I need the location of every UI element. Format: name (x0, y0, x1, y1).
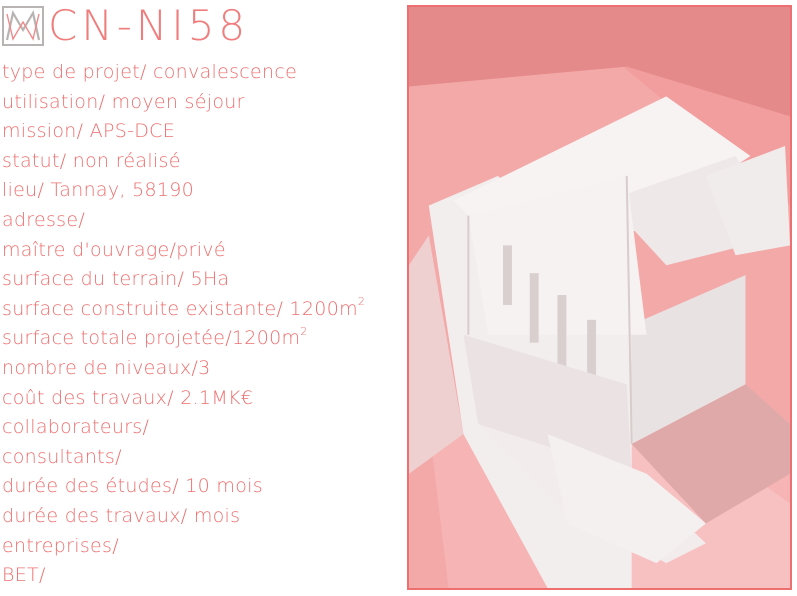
project-info-line: consultants/ (2, 443, 365, 473)
superscript-unit: 2 (357, 295, 366, 309)
project-code-title: CN-NI58 (48, 1, 250, 50)
project-info-line: statut/ non réalisé (2, 147, 365, 177)
project-info-list: type de projet/ convalescence utilisation… (2, 58, 365, 591)
project-info-line: coût des travaux/ 2.1MK€ (2, 384, 365, 414)
project-info-line: entreprises/ (2, 532, 365, 562)
project-info-line: utilisation/ moyen séjour (2, 88, 365, 118)
project-info-text: maître d'ouvrage/privé (2, 238, 226, 261)
project-info-line: durée des études/ 10 mois (2, 472, 365, 502)
project-info-text: consultants/ (2, 445, 122, 468)
project-info-text: surface totale projetée/1200m (2, 327, 301, 350)
project-info-text: collaborateurs/ (2, 416, 150, 439)
project-info-line: durée des travaux/ mois (2, 502, 365, 532)
project-info-text: statut/ non réalisé (2, 149, 181, 172)
mw-monogram-logo-icon (2, 6, 44, 46)
project-info-line: nombre de niveaux/3 (2, 354, 365, 384)
project-info-text: lieu/ Tannay, 58190 (2, 179, 195, 202)
project-info-line: BET/ (2, 561, 365, 591)
project-info-line: collaborateurs/ (2, 413, 365, 443)
project-info-line: maître d'ouvrage/privé (2, 236, 365, 266)
project-info-text: mission/ APS-DCE (2, 120, 176, 143)
project-info-line: mission/ APS-DCE (2, 117, 365, 147)
project-info-text: durée des études/ 10 mois (2, 475, 263, 498)
project-info-text: type de projet/ convalescence (2, 61, 298, 83)
project-info-text: coût des travaux/ 2.1MK€ (2, 386, 254, 409)
superscript-unit: 2 (300, 325, 308, 339)
project-info-text: utilisation/ moyen séjour (2, 90, 245, 113)
project-info-text: BET/ (2, 564, 46, 587)
project-info-line: surface du terrain/ 5Ha (2, 265, 365, 295)
project-info-line: surface construite existante/ 1200m2 (2, 295, 365, 325)
project-info-text: adresse/ (2, 208, 86, 231)
project-info-line: lieu/ Tannay, 58190 (2, 176, 365, 206)
project-info-text: surface du terrain/ 5Ha (2, 268, 230, 291)
project-info-text: surface construite existante/ 1200m (2, 297, 358, 320)
project-info-text: nombre de niveaux/3 (2, 356, 211, 379)
project-info-text: durée des travaux/ mois (2, 504, 241, 527)
project-info-text: entreprises/ (2, 534, 119, 557)
project-info-line: adresse/ (2, 206, 365, 236)
architectural-model-photo (407, 5, 792, 590)
project-info-line: surface totale projetée/1200m2 (2, 324, 365, 354)
project-info-line: type de projet/ convalescence (2, 58, 365, 88)
